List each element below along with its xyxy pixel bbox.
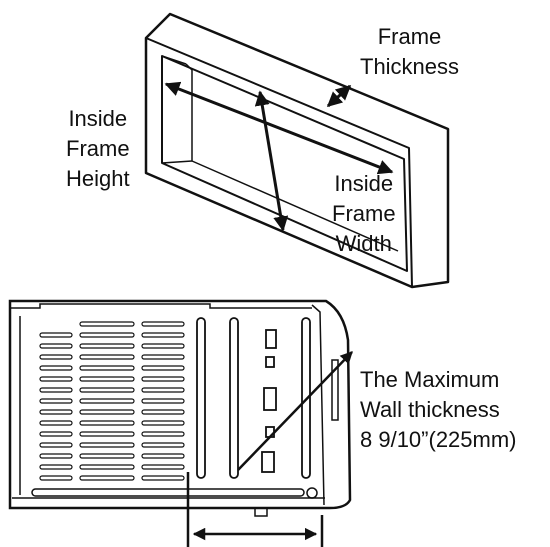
unit-bottom-slot: [31, 488, 305, 497]
louver-slat: [39, 453, 73, 459]
louver-slat: [141, 442, 185, 448]
frame-thickness-line-1: Frame: [377, 24, 442, 49]
louver-slat: [79, 354, 135, 360]
louver-slat: [39, 398, 73, 404]
louver-slat: [79, 442, 135, 448]
frame-depth-edge-bottom: [161, 160, 193, 164]
frame-thickness-line-2: Thickness: [360, 54, 460, 79]
clip: [265, 329, 277, 349]
louver-slat: [39, 475, 73, 481]
louver-slat: [39, 464, 73, 470]
window-stop: [331, 359, 339, 421]
inside-frame-width-line-3: Width: [335, 231, 392, 256]
vent-slot: [229, 317, 239, 479]
louver-slat: [39, 431, 73, 437]
louver-slat: [39, 343, 73, 349]
louver-slat: [79, 332, 135, 338]
unit-vertical-vents: [196, 317, 311, 479]
louver-slat: [79, 431, 135, 437]
frame-thickness-arrow: [326, 84, 352, 108]
unit-side-clips: [261, 329, 277, 473]
frame-outer-rim: [144, 12, 450, 289]
louver-slat: [79, 475, 135, 481]
frame-dimension-arrows: [164, 81, 394, 232]
louver-slat: [141, 409, 185, 415]
louver-slat: [39, 376, 73, 382]
inside-frame-height-line-3: Height: [66, 166, 130, 191]
max-wall-thickness-line-1: The Maximum: [360, 367, 500, 392]
clip: [263, 387, 277, 411]
louver-slat: [39, 409, 73, 415]
louver-slat: [39, 387, 73, 393]
louver-slat: [79, 420, 135, 426]
inside-height-arrow: [254, 90, 289, 232]
louver-slat: [79, 398, 135, 404]
inside-frame-height-line-1: Inside: [68, 106, 128, 131]
unit-top-panel: [10, 303, 312, 309]
inside-width-arrow: [164, 81, 394, 175]
louver-slat: [79, 409, 135, 415]
louver-slat: [141, 354, 185, 360]
vent-slot: [301, 317, 311, 479]
inside-frame-height-label: Inside Frame Height: [66, 104, 130, 194]
louver-slat: [141, 332, 185, 338]
louver-slat: [79, 321, 135, 327]
max-wall-thickness-line-2: Wall thickness: [360, 397, 500, 422]
louver-slat: [79, 387, 135, 393]
inside-frame-height-line-2: Frame: [66, 136, 130, 161]
frame-depth-edge-left: [161, 55, 187, 65]
louver-slat: [141, 398, 185, 404]
louver-slat: [141, 475, 185, 481]
louver-slat: [141, 321, 185, 327]
louver-slat: [39, 354, 73, 360]
unit-foot: [254, 508, 268, 517]
louver-slat: [39, 332, 73, 338]
louver-slat: [141, 453, 185, 459]
unit-knob: [306, 487, 318, 499]
louver-slat: [141, 376, 185, 382]
louver-slat: [39, 365, 73, 371]
louver-slat: [141, 420, 185, 426]
louver-slat: [141, 464, 185, 470]
clip: [261, 451, 275, 473]
vent-slot: [196, 317, 206, 479]
inside-frame-width-line-2: Frame: [332, 201, 396, 226]
unit-front-panel: [311, 304, 325, 506]
louver-slat: [39, 442, 73, 448]
louver-slat: [79, 365, 135, 371]
louver-slat: [79, 464, 135, 470]
louver-slat: [141, 365, 185, 371]
max-wall-pointer-arrow: [237, 351, 353, 471]
louver-slat: [79, 453, 135, 459]
louver-slat: [141, 387, 185, 393]
frame-thickness-label: Frame Thickness: [360, 22, 459, 82]
frame-front-inner: [145, 37, 413, 288]
inside-frame-width-label: Inside Frame Width: [332, 169, 396, 259]
wall-thickness-dimension: [186, 351, 353, 547]
inside-frame-width-line-1: Inside: [334, 171, 394, 196]
louver-slat: [141, 431, 185, 437]
clip: [265, 356, 275, 368]
louver-slat: [79, 376, 135, 382]
unit-outline: [8, 299, 352, 510]
louver-slat: [39, 420, 73, 426]
louver-slat: [79, 343, 135, 349]
max-wall-thickness-line-3: 8 9/10”(225mm): [360, 427, 517, 452]
unit-louver-grille: [39, 321, 185, 481]
air-conditioner-unit: [8, 299, 352, 517]
max-wall-thickness-label: The Maximum Wall thickness 8 9/10”(225mm…: [360, 365, 517, 455]
louver-slat: [141, 343, 185, 349]
